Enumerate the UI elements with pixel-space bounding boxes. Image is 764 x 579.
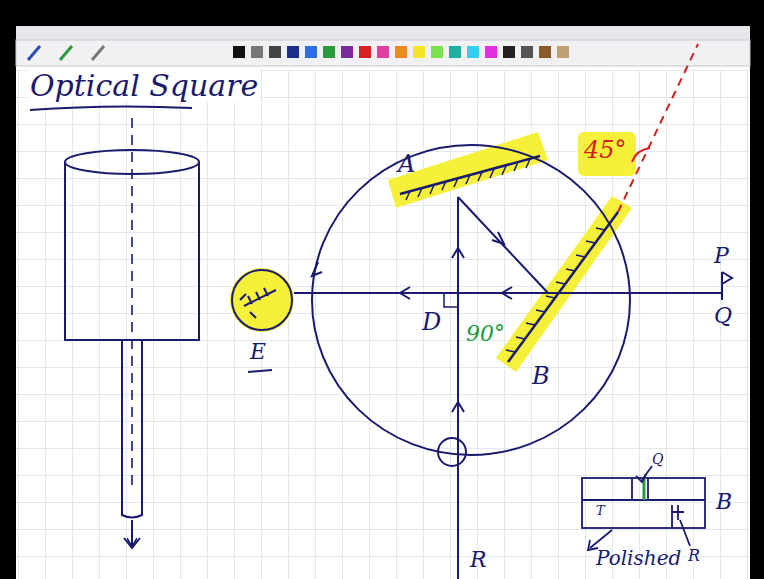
- sight-lines: [294, 197, 732, 579]
- ranging-rod-label: Q: [712, 304, 734, 327]
- grid: [16, 70, 750, 579]
- title-underline: [30, 106, 192, 110]
- instrument-circle: [312, 145, 630, 455]
- mirror-detail-sketch: [582, 466, 705, 550]
- eye-hole: [232, 270, 292, 372]
- sketch-label: B: [714, 490, 734, 513]
- sketch-label: R: [686, 548, 702, 565]
- page: [16, 26, 750, 579]
- angle-construction: [618, 44, 698, 212]
- tool-icons: [28, 46, 569, 60]
- eye-label: E: [248, 340, 268, 363]
- tool-bar: [16, 40, 750, 66]
- sketch-label: Q: [650, 452, 665, 467]
- circle-arrow: [312, 262, 322, 276]
- highlights: [230, 132, 636, 372]
- diagram-title: Optical Square: [28, 70, 260, 102]
- note-label: Polished: [594, 548, 683, 569]
- optical-square-body: [65, 118, 199, 548]
- sketch-label: T: [594, 504, 607, 518]
- mirror-label: B: [530, 364, 552, 389]
- mirror-label: A: [396, 152, 417, 177]
- ranging-rod-label: P: [712, 244, 731, 267]
- menu-bar: [16, 26, 750, 40]
- ranging-rod-label: R: [468, 548, 489, 571]
- point-label: D: [420, 310, 443, 335]
- angle-label: 90°: [464, 322, 507, 345]
- angle-label: 45°: [582, 138, 629, 163]
- mirrors: [400, 156, 618, 362]
